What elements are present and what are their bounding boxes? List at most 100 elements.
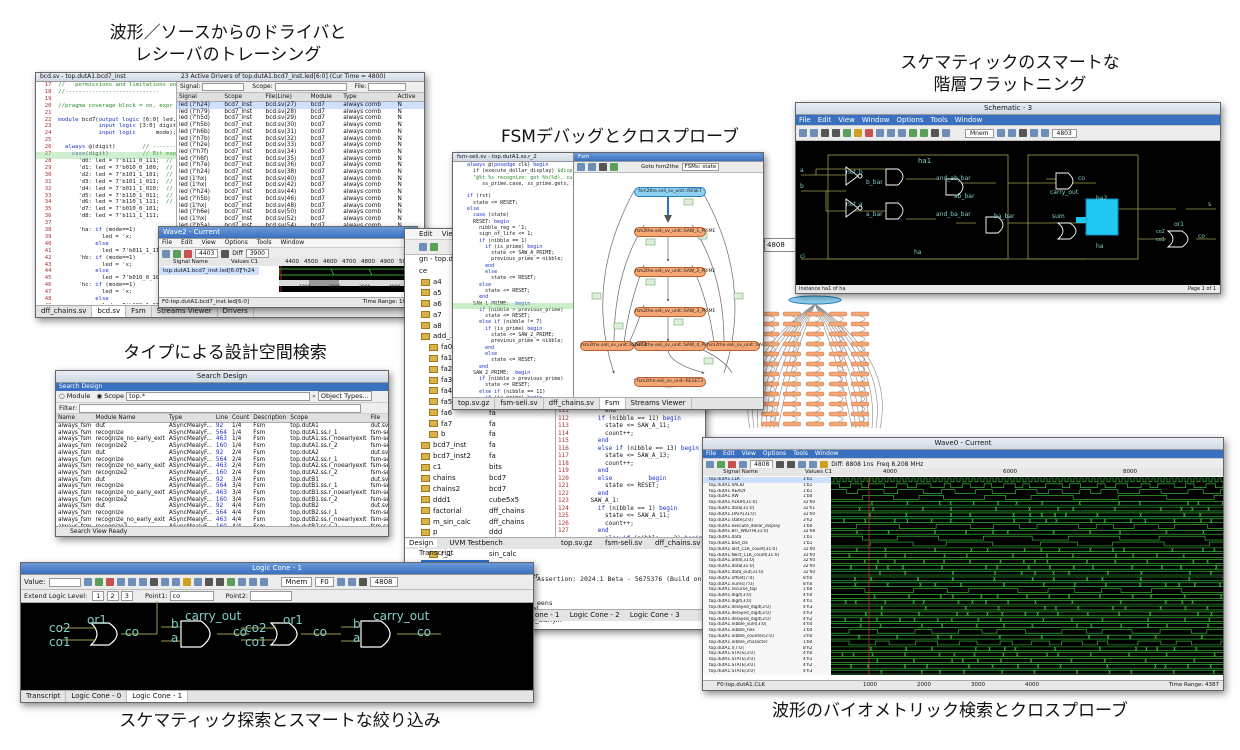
select-icon[interactable] bbox=[83, 578, 92, 586]
flat-node[interactable] bbox=[828, 361, 848, 367]
flat-node[interactable] bbox=[828, 341, 848, 347]
tree-item[interactable]: fa6 bbox=[421, 408, 489, 419]
stop-icon[interactable] bbox=[728, 460, 736, 469]
wave-signal-row[interactable]: top.dutA1.state[2:0]3'h2 bbox=[703, 518, 831, 524]
tree-item[interactable]: fa2 bbox=[421, 364, 489, 375]
tab-fsm[interactable]: Fsm bbox=[600, 398, 626, 409]
next-icon[interactable] bbox=[1007, 129, 1016, 137]
sch-label-ha1[interactable]: ha1 bbox=[918, 157, 932, 165]
flat-node[interactable] bbox=[850, 361, 870, 367]
tab-cone-one[interactable]: one - 1 bbox=[535, 611, 560, 619]
menu-tools[interactable]: Tools bbox=[256, 239, 272, 246]
tree-item[interactable]: r_1 bbox=[421, 549, 489, 560]
run-icon[interactable] bbox=[717, 460, 725, 469]
wave-signal-row[interactable]: top.dutA1.delayed_digit[3:0]4'h3 bbox=[703, 605, 831, 611]
col-module[interactable]: Module bbox=[308, 93, 342, 102]
tree-item[interactable]: fa5 bbox=[421, 397, 489, 408]
flat-node[interactable] bbox=[805, 321, 825, 327]
zoom-out-icon[interactable] bbox=[787, 460, 796, 469]
tab-transcript[interactable]: Transcript bbox=[21, 691, 67, 702]
menu-options[interactable]: Options bbox=[224, 239, 248, 246]
sch-label-ha2[interactable]: ha2 bbox=[1096, 195, 1108, 202]
wave-signal-row[interactable]: top.dutA1.STATE[3:0]4'h2 bbox=[703, 663, 831, 669]
menu-file[interactable]: File bbox=[799, 116, 811, 124]
cone-f0-select[interactable]: F0 bbox=[315, 577, 334, 587]
tab-drivers[interactable]: Drivers bbox=[218, 306, 254, 317]
col-signal[interactable]: Signal bbox=[177, 93, 223, 102]
back-icon[interactable] bbox=[577, 163, 585, 171]
wave-signal-row[interactable]: top.dutA1.Nect_CLK_count[31:0]32'h0 bbox=[703, 553, 831, 559]
flat-node[interactable] bbox=[850, 341, 870, 347]
tree-item[interactable]: fa3 bbox=[421, 375, 489, 386]
diff-field[interactable]: 3900 bbox=[245, 249, 269, 258]
flat-node[interactable] bbox=[782, 341, 802, 347]
step-icon[interactable] bbox=[347, 578, 356, 586]
tab-top-sv[interactable]: top.sv.gz bbox=[561, 539, 593, 547]
flat-node[interactable] bbox=[805, 351, 825, 357]
highlight-icon[interactable] bbox=[182, 578, 191, 586]
flat-node[interactable] bbox=[828, 411, 848, 417]
table-row[interactable]: led (?'h5a)bcd7_instbcd.sv(54)bcd7always… bbox=[177, 223, 424, 230]
sch-label-carry-out[interactable]: carry_out bbox=[1050, 189, 1079, 196]
wave0-waveform[interactable] bbox=[831, 477, 1223, 675]
col-module-name[interactable]: Module Name bbox=[93, 414, 167, 423]
tree-item[interactable]: ddd1 bbox=[421, 495, 489, 506]
flat-node[interactable] bbox=[850, 391, 870, 397]
zoom-icon[interactable] bbox=[221, 249, 230, 258]
tree-item[interactable]: a4 bbox=[421, 277, 489, 288]
zoom-out-icon[interactable] bbox=[215, 578, 224, 586]
cone-label-or1-a[interactable]: or1 bbox=[87, 613, 107, 627]
tab-dff-chains[interactable]: dff_chains.sv bbox=[655, 539, 701, 547]
flat-node[interactable] bbox=[828, 401, 848, 407]
menu-view[interactable]: View bbox=[441, 230, 459, 238]
collapse-icon[interactable] bbox=[898, 129, 906, 137]
tree-item[interactable]: m_sin_calc bbox=[421, 517, 489, 528]
fsm-state-reset[interactable]: fsm2the.seli_sv_unit::RESET bbox=[634, 187, 706, 197]
fsm-state-reset3[interactable]: fsm2the.seli_sv_unit::RESET3 bbox=[634, 377, 706, 387]
pan-icon[interactable] bbox=[810, 129, 818, 137]
tree-item[interactable]: add_... bbox=[421, 331, 489, 342]
next-icon[interactable] bbox=[248, 578, 257, 586]
menu-edit[interactable]: Edit bbox=[180, 239, 193, 246]
wave-signal-row[interactable]: top.dutA1.ADDR[31:0]32'h0 bbox=[703, 500, 831, 506]
flat-node[interactable] bbox=[782, 321, 802, 327]
tree-item[interactable]: chains bbox=[421, 473, 489, 484]
wave-signal-row[interactable]: top.dutA1.DATA[31:0]32'h0 bbox=[703, 512, 831, 518]
prev-edge-icon[interactable] bbox=[798, 460, 807, 469]
col-type[interactable]: Type bbox=[341, 93, 396, 102]
sch-label-not-a[interactable]: not_a bbox=[846, 201, 863, 208]
fsm-graph-pane[interactable]: Fsm Goto fsm2the FSMs: state bbox=[574, 153, 763, 397]
col-file[interactable]: File bbox=[368, 414, 388, 423]
scope-combo[interactable] bbox=[274, 82, 347, 91]
col-scope[interactable]: Scope bbox=[222, 93, 264, 102]
fsm-goto[interactable]: Goto fsm2the bbox=[641, 164, 679, 170]
zoom-in-icon[interactable] bbox=[204, 578, 213, 586]
flat-node[interactable] bbox=[782, 391, 802, 397]
prev-icon[interactable] bbox=[996, 129, 1005, 137]
col-scope[interactable]: Scope bbox=[288, 414, 369, 423]
trace-icon[interactable] bbox=[865, 129, 873, 137]
tree-item[interactable]: p bbox=[421, 527, 489, 538]
menu-view[interactable]: View bbox=[201, 239, 216, 246]
menu-tools[interactable]: Tools bbox=[793, 450, 808, 457]
flat-node[interactable] bbox=[850, 381, 870, 387]
logic-cone-canvas[interactable] bbox=[21, 601, 533, 689]
tree-item[interactable]: b bbox=[421, 429, 489, 440]
flat-node[interactable] bbox=[850, 401, 870, 407]
point1-select[interactable]: co bbox=[169, 591, 214, 601]
